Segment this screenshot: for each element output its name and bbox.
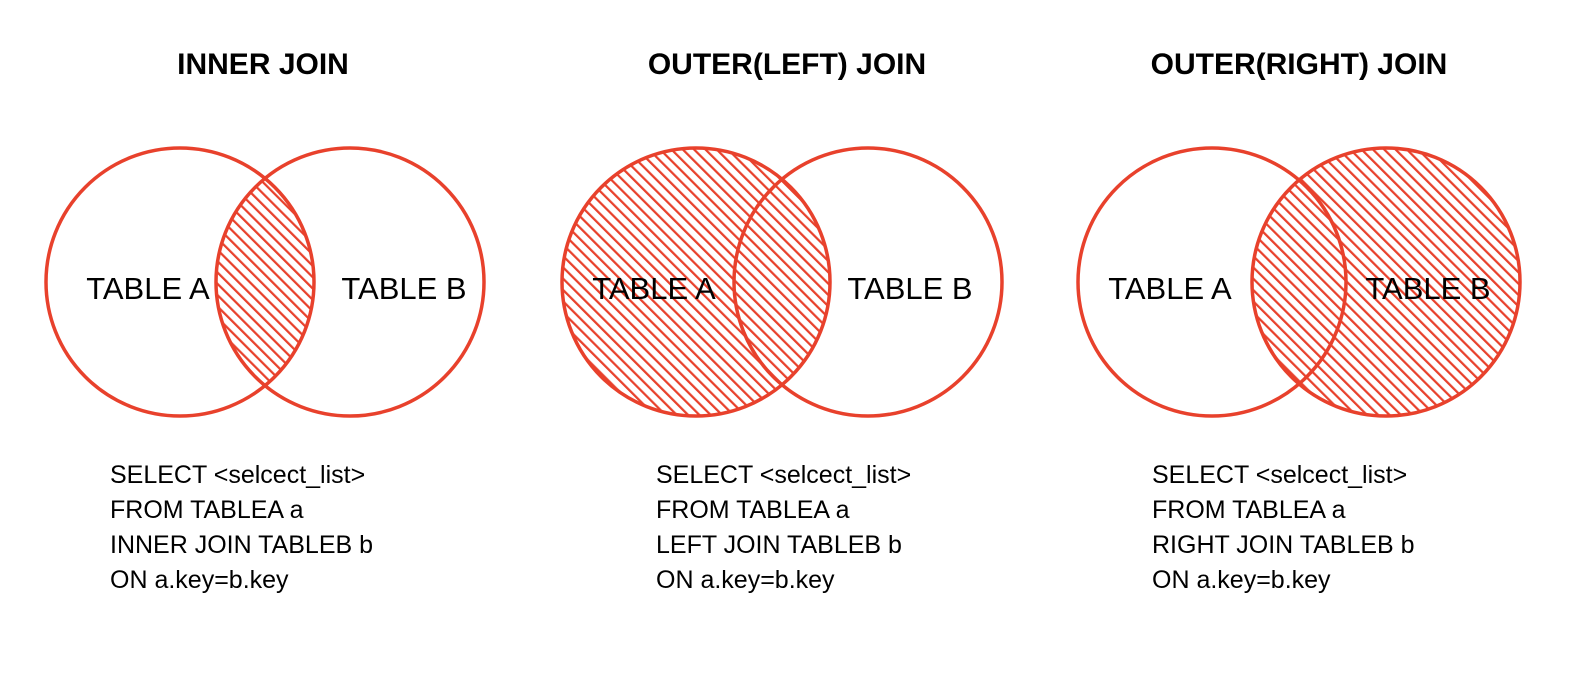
- panel-inner-join: INNER JOIN TABLE A TABLE B SELECT <selce…: [44, 48, 486, 594]
- sql-line: SELECT <selcect_list>: [1152, 461, 1407, 489]
- circle-table-a: [44, 146, 316, 418]
- panel-left-join: OUTER(LEFT) JOIN TABLE A TABLE B SELECT …: [560, 48, 1004, 594]
- right-hatch: [1252, 148, 1520, 416]
- intersection-hatch: [216, 148, 314, 416]
- sql-line: FROM TABLEA a: [656, 496, 850, 524]
- panel-title: OUTER(LEFT) JOIN: [648, 48, 926, 81]
- panel-title: INNER JOIN: [177, 48, 349, 81]
- circle-table-b: [214, 146, 486, 418]
- panel-title: OUTER(RIGHT) JOIN: [1151, 48, 1448, 81]
- sql-line: INNER JOIN TABLEB b: [110, 531, 373, 559]
- sql-line: FROM TABLEA a: [110, 496, 304, 524]
- circle-table-b: [1250, 146, 1522, 418]
- table-a-label: TABLE A: [86, 271, 210, 306]
- circle-table-a: [1076, 146, 1348, 418]
- panel-right-join: OUTER(RIGHT) JOIN TABLE A TABLE B SELECT…: [1076, 48, 1522, 594]
- sql-line: LEFT JOIN TABLEB b: [656, 531, 902, 559]
- sql-line: FROM TABLEA a: [1152, 496, 1346, 524]
- circle-table-a: [560, 146, 832, 418]
- table-b-label: TABLE B: [341, 271, 466, 306]
- sql-line: ON a.key=b.key: [110, 566, 289, 594]
- table-a-label: TABLE A: [1108, 271, 1232, 306]
- sql-line: RIGHT JOIN TABLEB b: [1152, 531, 1415, 559]
- table-a-label: TABLE A: [592, 271, 716, 306]
- table-b-label: TABLE B: [1365, 271, 1490, 306]
- left-hatch: [562, 148, 830, 416]
- sql-line: ON a.key=b.key: [1152, 566, 1331, 594]
- sql-line: SELECT <selcect_list>: [656, 461, 911, 489]
- circle-table-b: [732, 146, 1004, 418]
- sql-line: SELECT <selcect_list>: [110, 461, 365, 489]
- sql-line: ON a.key=b.key: [656, 566, 835, 594]
- table-b-label: TABLE B: [847, 271, 972, 306]
